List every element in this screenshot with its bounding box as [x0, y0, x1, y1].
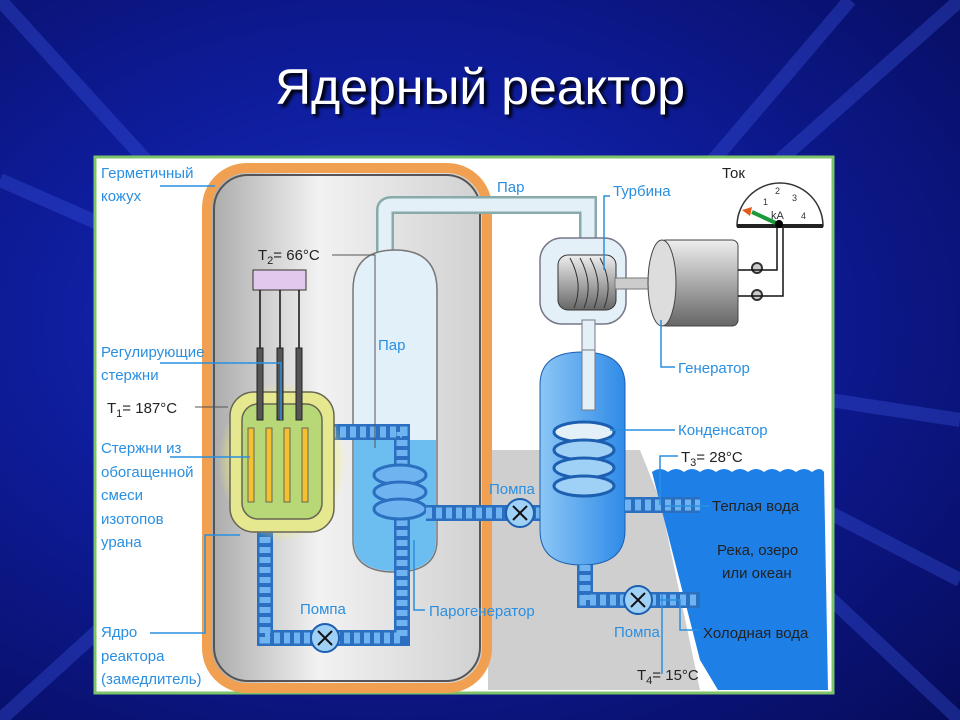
label-steam-inner: Пар: [378, 337, 405, 354]
label-cold-water: Холодная вода: [703, 625, 809, 642]
label-containment-1: Герметичный: [101, 165, 193, 182]
label-control-rods-2: стержни: [101, 367, 159, 384]
label-core-3: (замедлитель): [101, 671, 202, 688]
meter-tick-3: 3: [792, 193, 797, 203]
temp-t4: T4= 15°C: [637, 667, 699, 687]
label-fuel-5: урана: [101, 534, 142, 551]
pump-cooling-icon: [623, 585, 653, 615]
meter-tick-2: 2: [775, 186, 780, 196]
label-generator: Генератор: [678, 360, 750, 377]
label-core-1: Ядро: [101, 624, 137, 641]
label-fuel-4: изотопов: [101, 511, 164, 528]
ammeter: 1 2 3 4 kA: [736, 182, 824, 228]
label-pump-primary: Помпа: [300, 601, 347, 618]
label-steam-generator: Парогенератор: [429, 603, 535, 620]
label-fuel-3: смеси: [101, 487, 143, 504]
label-pump-secondary: Помпа: [489, 481, 536, 498]
label-fuel-1: Стержни из: [101, 440, 181, 457]
temp-t2: T2= 66°C: [258, 247, 320, 267]
temp-t1: T1= 187°C: [107, 400, 177, 420]
meter-tick-4: 4: [801, 211, 806, 221]
slide-title: Ядерный реактор: [274, 59, 686, 115]
meter-tick-1: 1: [763, 197, 768, 207]
temp-t3: T3= 28°C: [681, 449, 743, 469]
meter-unit: kA: [771, 210, 785, 222]
label-steam-outer: Пар: [497, 179, 524, 196]
label-reservoir-2: или океан: [722, 565, 792, 582]
label-fuel-2: обогащенной: [101, 464, 194, 481]
turbine-rotor: [557, 254, 617, 311]
pump-primary-icon: [310, 623, 340, 653]
label-turbine: Турбина: [613, 183, 671, 200]
label-control-rods-1: Регулирующие: [101, 344, 204, 361]
pump-secondary-icon: [505, 498, 535, 528]
label-condenser: Конденсатор: [678, 422, 768, 439]
label-reservoir-1: Река, озеро: [717, 542, 798, 559]
condenser-coil: [552, 420, 616, 498]
steam-generator-coil: [372, 463, 428, 521]
label-containment-2: кожух: [101, 188, 142, 205]
river-water: [652, 469, 828, 690]
label-current: Ток: [722, 165, 745, 182]
label-warm-water: Теплая вода: [712, 498, 800, 515]
fuel-rods: [247, 427, 309, 503]
label-core-2: реактора: [101, 648, 165, 665]
label-pump-cooling: Помпа: [614, 624, 661, 641]
control-rod-drive: [252, 269, 307, 291]
control-rods: [256, 347, 303, 421]
